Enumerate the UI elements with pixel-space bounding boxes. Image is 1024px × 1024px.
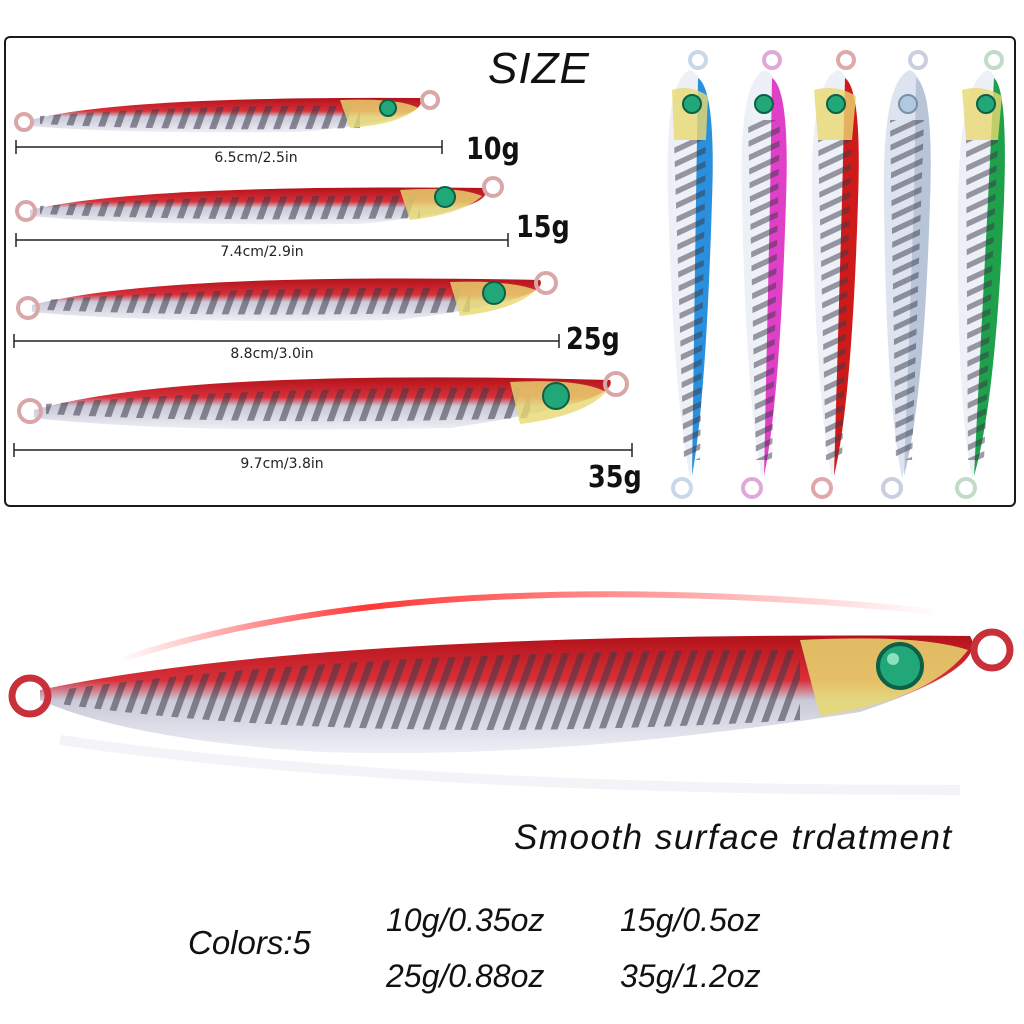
spec-weight-10g: 10g/0.35oz [386, 902, 545, 938]
weight-label-15g: 15g [516, 210, 570, 245]
color-variant-pink [741, 50, 787, 499]
tagline: Smooth surface trdatment [514, 818, 953, 857]
color-variant-blue [667, 50, 713, 499]
color-variant-green [955, 50, 1005, 499]
hero-lure [8, 591, 1014, 795]
weight-label-35g: 35g [588, 460, 642, 495]
weight-label-25g: 25g [566, 322, 620, 357]
spec-weight-35g: 35g/1.2oz [620, 958, 761, 994]
spec-weight-25g: 25g/0.88oz [386, 958, 545, 994]
length-label-15g: 7.4cm/2.9in [220, 244, 304, 260]
lure-35g [13, 371, 633, 457]
color-variant-silver [881, 50, 931, 499]
color-variant-red [811, 50, 859, 499]
colors-count: Colors:5 [188, 924, 311, 961]
length-label-25g: 8.8cm/3.0in [230, 346, 314, 362]
spec-weight-15g: 15g/0.5oz [620, 902, 761, 938]
lure-15g [15, 176, 509, 247]
weight-label-10g: 10g [466, 132, 520, 167]
lure-25g [13, 271, 560, 348]
lure-10g [14, 90, 443, 154]
length-label-10g: 6.5cm/2.5in [214, 150, 298, 166]
length-label-35g: 9.7cm/3.8in [240, 456, 324, 472]
size-title: SIZE [488, 44, 590, 93]
